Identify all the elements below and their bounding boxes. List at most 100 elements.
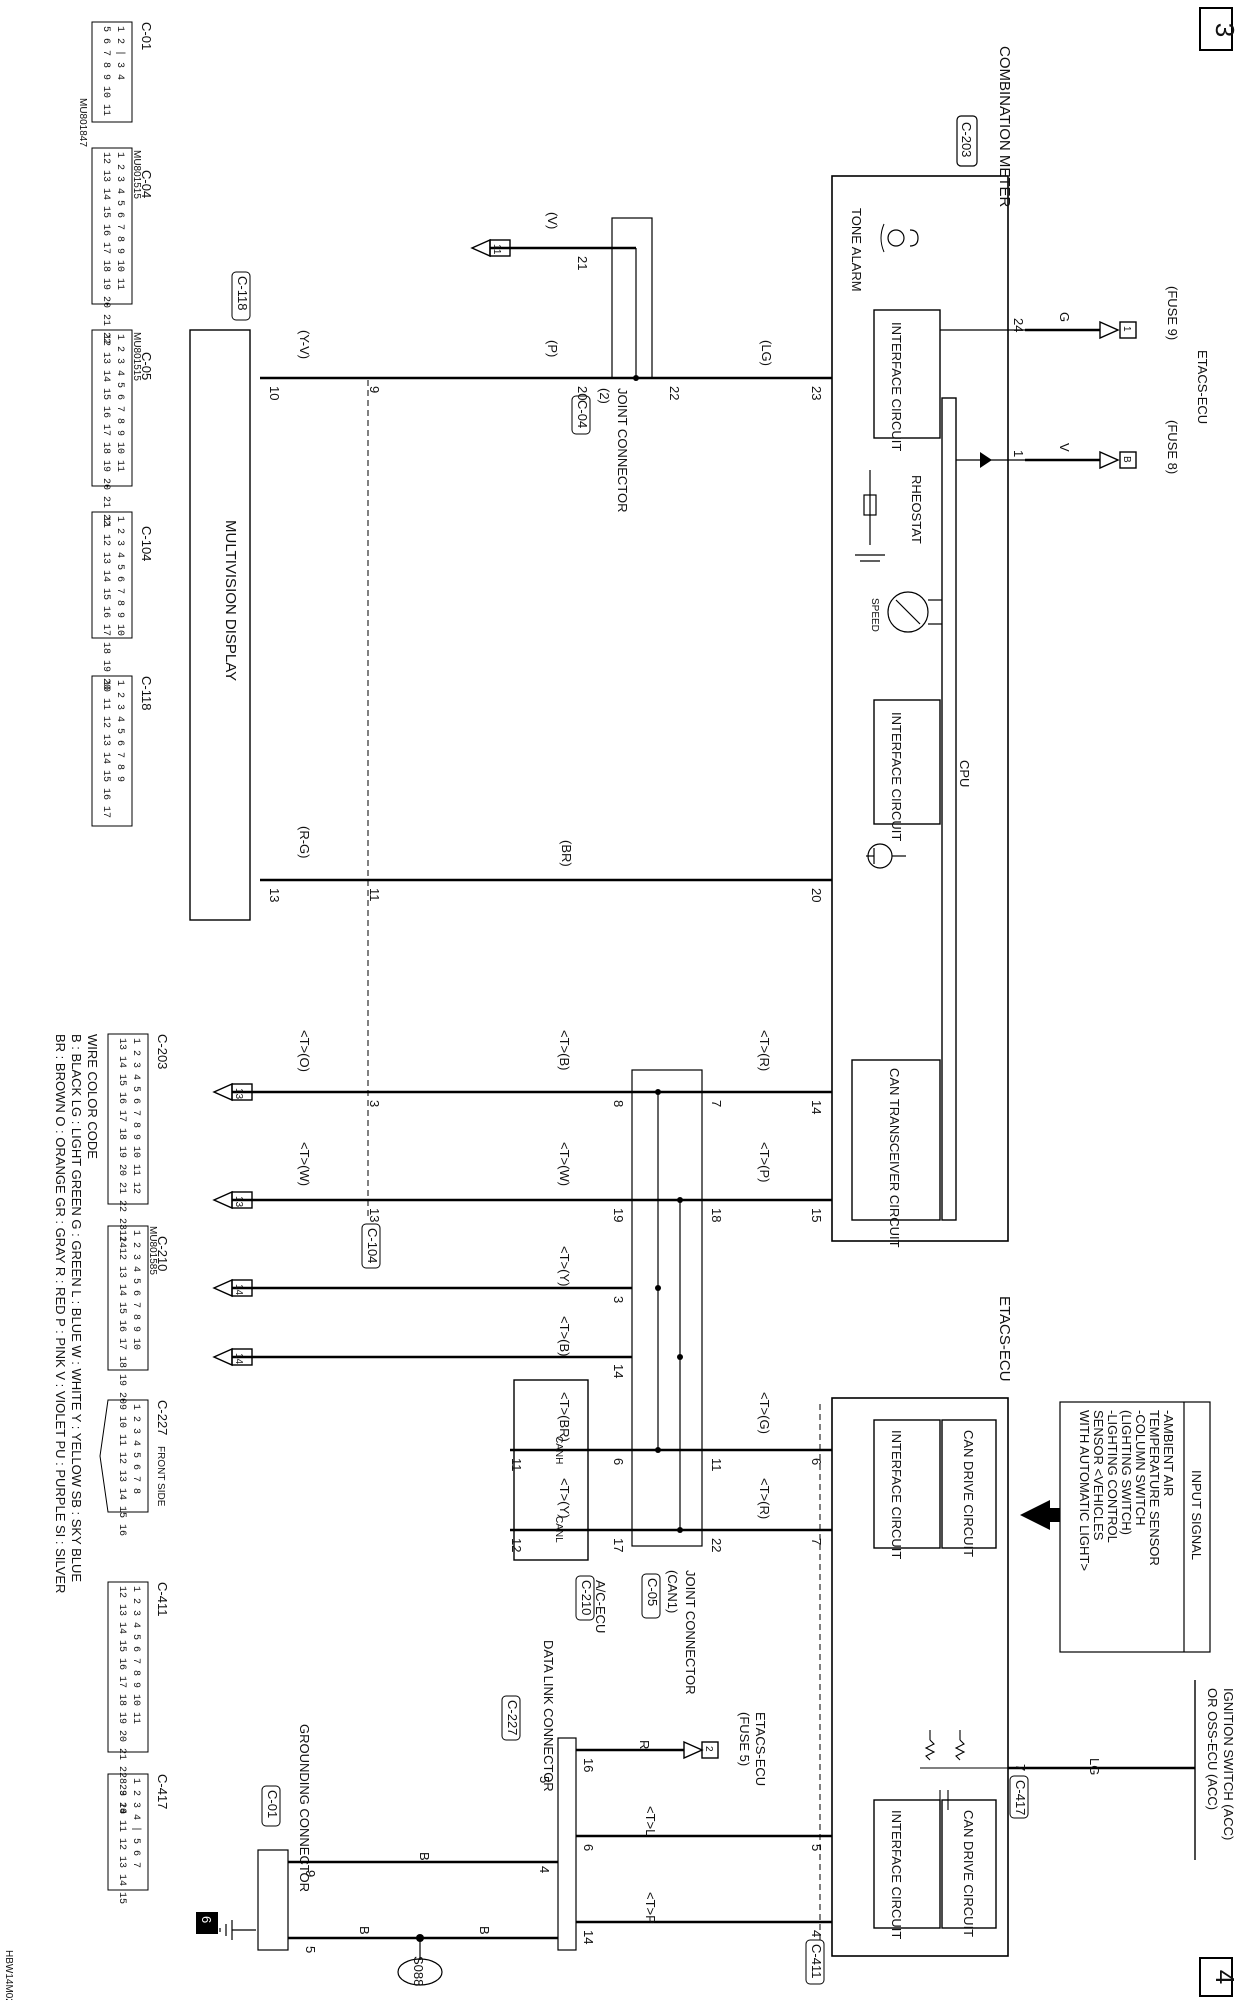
pin-16: 16: [581, 1758, 596, 1772]
legend-c01-code: MU801847: [77, 98, 88, 147]
legend-c04: C-04 MU801515 1 2 3 4 5 6 7 8 9 10 11 12…: [91, 147, 154, 344]
legend-c210-id: C-210: [155, 1236, 170, 1271]
pin-17: 17: [611, 1538, 626, 1552]
connector-legend: C-01 MU801847 1 2 | 3 4 5 6 7 8 9 10 11 …: [77, 21, 170, 1904]
wire-tp-label: <T>(P): [757, 1142, 772, 1182]
wire-tw-label: <T>(W): [557, 1142, 572, 1186]
can-transceiver-box: [851, 1059, 941, 1221]
legend-c411-row0: 1 2 3 4 5 6 7 8 9 10 11: [130, 1586, 141, 1724]
pin-5c: 5: [303, 1946, 318, 1953]
pin-14b: 14: [611, 1364, 626, 1378]
pin-6c: 6: [581, 1844, 596, 1851]
legend-c203-row0: 1 2 3 4 5 6 7 8 9 10 11 12: [130, 1038, 141, 1194]
interface-circuit-2-box: [873, 699, 941, 825]
joint-connector-can1-box: [631, 1069, 703, 1547]
legend-c227-row0: 1 2 3 4 5 6 7 8: [130, 1404, 141, 1494]
pin-7c: 7: [1013, 1764, 1028, 1771]
wire-color-code-line1: B : BLACK LG : LIGHT GREEN G : GREEN L :…: [69, 1034, 84, 1582]
legend-c05: C-05 MU801515 1 2 3 4 5 6 7 8 9 10 11 12…: [91, 329, 154, 526]
c417-tag: C-417: [1013, 1780, 1028, 1815]
ignition-line-2: OR OSS-ECU (ACC): [1205, 1688, 1220, 1810]
legend-c01-id: C-01: [139, 22, 154, 50]
legend-c118: C-118 1 2 3 4 5 6 7 8 9 10 11 12 13 14 1…: [91, 675, 154, 827]
resistor-capacitor-icon: [920, 1730, 1008, 1810]
c411-tag: C-411: [809, 1944, 824, 1978]
pin-22b: 22: [709, 1538, 724, 1552]
etacs-fuse5-fuse: (FUSE 5): [737, 1712, 752, 1766]
wire-lg-top-label: (LG): [759, 340, 774, 366]
pin-4: 4: [537, 1866, 552, 1873]
joint-connector-can1-sub: (CAN1): [665, 1570, 680, 1613]
c104-tag-box: [361, 1223, 381, 1269]
pin-5: 5: [537, 1776, 552, 1783]
terminal-2: 2: [703, 1746, 714, 1752]
pin-13b: 13: [367, 1208, 382, 1222]
legend-c05-row1: 12 13 14 15 16 17 18 19 20 21 22: [100, 334, 111, 526]
c01-tag: C-01: [265, 1790, 280, 1818]
interface-circuit-2-label: INTERFACE CIRCUIT: [889, 712, 904, 841]
legend-c01: C-01 MU801847 1 2 | 3 4 5 6 7 8 9 10 11: [77, 21, 154, 147]
legend-c417-id: C-417: [155, 1774, 170, 1809]
legend-c411-id: C-411: [155, 1582, 170, 1616]
can-bus-lines: [232, 1090, 832, 1532]
legend-c417-row1: 8 9 10 11 12 13 14 15: [116, 1778, 127, 1904]
wire-b1-label: B: [417, 1852, 432, 1861]
ac-ecu-box: [513, 1379, 589, 1561]
can-drive-2-box: [941, 1799, 997, 1929]
c05-tag-box: [641, 1573, 661, 1619]
can1-dots: [655, 1089, 683, 1533]
legend-c417: C-417 1 2 3 4 | 5 6 7 8 9 10 11 12 13 14…: [107, 1773, 170, 1904]
legend-c04-code: MU801515: [131, 150, 142, 199]
etacs-ecu-main-title: ETACS-ECU: [996, 1296, 1013, 1382]
wire-tr2-label: <T>(R): [757, 1478, 772, 1519]
joint-connector-can1-title: JOINT CONNECTOR: [683, 1570, 698, 1694]
pin-15: 15: [809, 1208, 824, 1222]
pin-3b: 3: [611, 1296, 626, 1303]
legend-c104-id: C-104: [139, 526, 154, 561]
tone-alarm-icon: [880, 223, 919, 253]
legend-c01-row0: 1 2 | 3 4: [114, 26, 126, 80]
pin-20: 20: [809, 888, 824, 902]
can-drive-1-label: CAN DRIVE CIRCUIT: [961, 1430, 976, 1557]
c411-tag-box: [805, 1939, 825, 1985]
legend-c210-code: MU801585: [147, 1226, 158, 1275]
c227-tag-box: [501, 1695, 521, 1741]
wire-br-label: (BR): [559, 840, 574, 867]
legend-c05-row0: 1 2 3 4 5 6 7 8 9 10 11: [114, 334, 125, 472]
page-number-right-box: [1199, 1957, 1233, 1997]
diode-icon: [980, 452, 992, 468]
terminal-b-flag: [1025, 450, 1137, 470]
wire-color-code-line2: BR : BROWN O : ORANGE GR : GRAY R : RED …: [53, 1034, 68, 1593]
terminal-14a: 14: [233, 1284, 244, 1296]
c210-tag-box: [575, 1575, 595, 1621]
can-drive-1-box: [941, 1419, 997, 1549]
wire-tb2-label: <T>(B): [557, 1316, 572, 1356]
pin-3: 3: [367, 1100, 382, 1107]
wire-ty-label: <T>(Y): [557, 1246, 572, 1286]
etacs-ecu-main-box: [831, 1397, 1009, 1957]
legend-c04-id: C-04: [139, 170, 154, 198]
pin-23: 23: [809, 386, 824, 400]
multivision-title: MULTIVISION DISPLAY: [222, 520, 239, 681]
pin-12: 12: [509, 1538, 524, 1552]
c118-tag: C-118: [235, 276, 250, 310]
wire-tp2-label: <T>P: [643, 1892, 658, 1924]
pin-14c: 14: [581, 1930, 596, 1944]
legend-c05-code: MU801515: [131, 332, 142, 381]
wire-tw2-label: <T>(W): [297, 1142, 312, 1186]
etacs-fuse5-title: ETACS-ECU: [753, 1712, 768, 1786]
terminal-1: 1: [1121, 326, 1132, 332]
ac-ecu-title: A/C-ECU: [593, 1580, 608, 1633]
rheostat-icon: [855, 470, 885, 562]
pin-10: 10: [267, 386, 282, 400]
c04-tag-box: [571, 395, 591, 435]
interface-circuit-1-box: [873, 309, 941, 439]
legend-c210: C-210 MU801585 1 2 3 4 5 6 7 8 9 10 11 1…: [107, 1225, 170, 1404]
pin-24: 24: [1011, 318, 1026, 332]
input-signal-line-0: -AMBIENT AIR: [1161, 1410, 1176, 1496]
wire-color-code-title: WIRE COLOR CODE: [85, 1034, 100, 1159]
terminal-14b: 14: [233, 1353, 244, 1365]
legend-c118-row1: 10 11 12 13 14 15 16 17: [100, 680, 111, 818]
input-signal-box: [1059, 1401, 1211, 1653]
cpu-bus-box: [941, 397, 957, 1221]
